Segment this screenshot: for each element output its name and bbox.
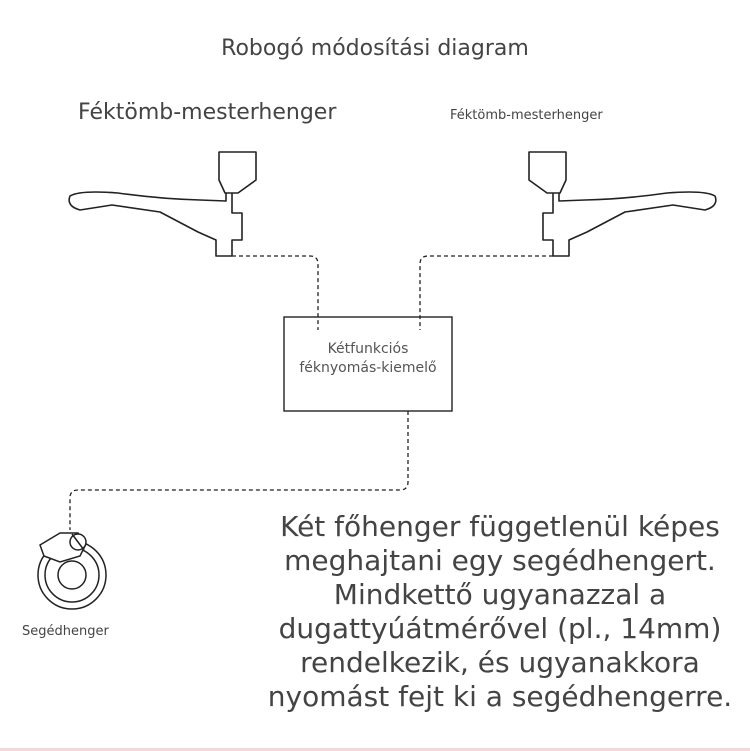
description-text: Két főhenger függetlenül képes meghajtan… (250, 510, 750, 714)
booster-label-line2: féknyomás-kiemelő (299, 360, 437, 376)
left-reservoir (218, 151, 257, 194)
booster-label-line1: Kétfunkciós (327, 341, 409, 357)
description-line: dugattyúátmérővel (pl., 14mm) (278, 612, 722, 645)
description-line: Két főhenger függetlenül képes (280, 510, 720, 543)
description-line: Mindkettő ugyanazzal a (333, 578, 667, 611)
left-lever-body (68, 191, 243, 257)
bottom-divider (0, 748, 750, 751)
right-lever-body (542, 191, 717, 257)
booster-label: Kétfunkciós féknyomás-kiemelő (284, 340, 452, 378)
right-brake-lever (528, 151, 717, 257)
slave-cylinder-label: Segédhenger (22, 624, 109, 639)
brake-lines (69, 255, 553, 530)
left-brake-line (232, 255, 319, 330)
slave-cylinder (37, 532, 107, 610)
right-master-label: Féktömb-mesterhenger (450, 108, 603, 123)
diagram-title: Robogó módosítási diagram (221, 36, 529, 61)
description-line: nyomást fejt ki a segédhengerre. (267, 680, 733, 713)
left-master-label: Féktömb-mesterhenger (78, 100, 337, 125)
booster-box (283, 316, 453, 412)
description-line: rendelkezik, és ugyanakkora (300, 646, 700, 679)
right-brake-line (419, 255, 553, 330)
right-reservoir (528, 151, 567, 194)
left-brake-lever (68, 151, 257, 257)
caliper-disc-inner (57, 560, 87, 590)
description-line: meghajtani egy segédhengert. (284, 544, 716, 577)
output-brake-line (69, 411, 409, 530)
